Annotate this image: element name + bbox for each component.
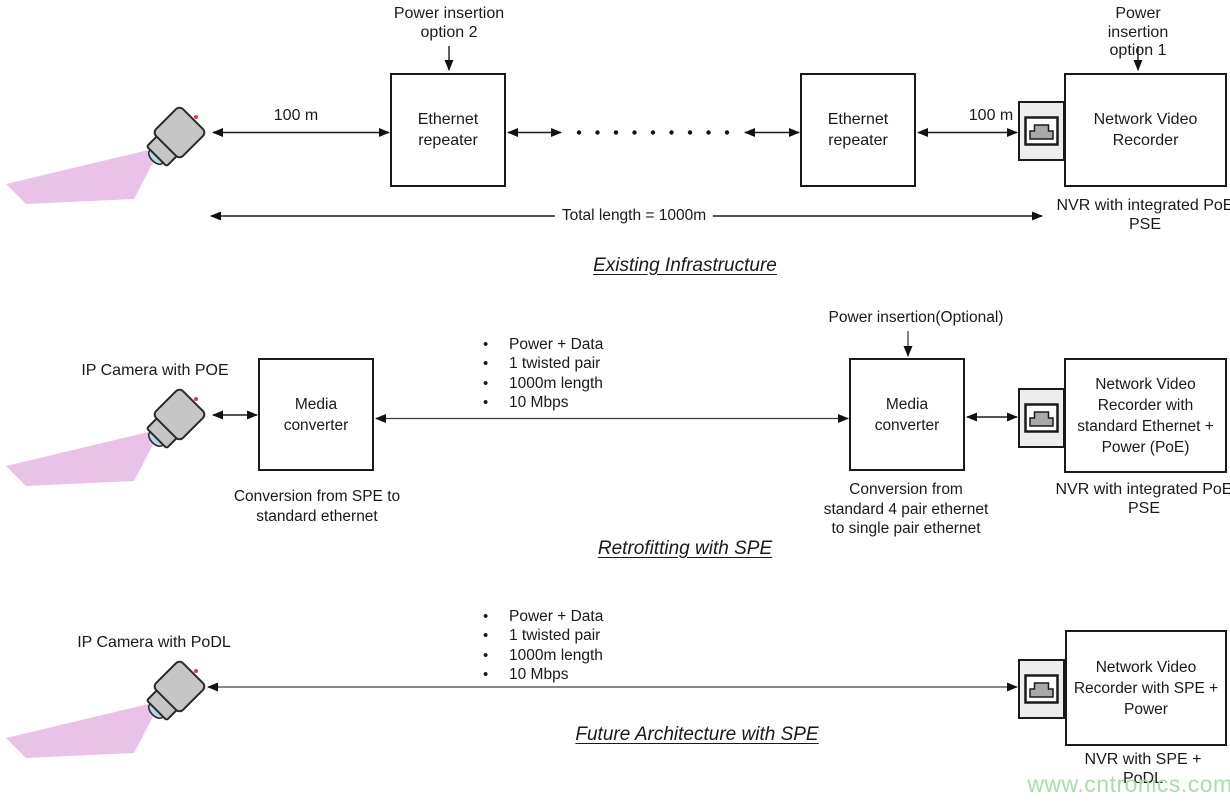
power-insertion-optional-label: Power insertion(Optional) bbox=[828, 309, 1004, 326]
rj45-port-future bbox=[1018, 659, 1065, 719]
list-item: Power + Data bbox=[483, 607, 603, 626]
camera-record-led bbox=[194, 397, 198, 401]
list-item: 1000m length bbox=[483, 374, 603, 393]
list-item: 1 twisted pair bbox=[483, 354, 603, 373]
spe-features-list-future: Power + Data 1 twisted pair 1000m length… bbox=[483, 607, 603, 684]
nvr-box-retrofit: Network Video Recorder with standard Eth… bbox=[1064, 358, 1227, 473]
camera-body bbox=[153, 106, 206, 159]
nvr-caption-existing: NVR with integrated PoE PSE bbox=[1056, 197, 1230, 233]
camera-body bbox=[153, 388, 206, 441]
power-insertion-option1-label: Power insertion option 1 bbox=[1107, 5, 1169, 59]
total-length-label: Total length = 1000m bbox=[554, 207, 714, 225]
watermark: www.cntronics.com bbox=[1027, 771, 1230, 797]
section-title-retrofit: Retrofitting with SPE bbox=[597, 538, 773, 559]
nvr-box-existing: Network Video Recorder bbox=[1064, 73, 1227, 187]
camera-body bbox=[153, 660, 206, 713]
ip-camera-existing bbox=[6, 106, 206, 204]
camera-label-retrofit: IP Camera with POE bbox=[81, 362, 229, 379]
camera-record-led bbox=[194, 669, 198, 673]
media-converter-2-box: Media converter bbox=[849, 358, 965, 471]
camera-light-cone bbox=[6, 429, 161, 486]
camera-record-led bbox=[194, 115, 198, 119]
media-converter-2-caption: Conversion from standard 4 pair ethernet… bbox=[823, 481, 989, 537]
list-item: 10 Mbps bbox=[483, 665, 603, 684]
ethernet-repeater-1-box: Ethernet repeater bbox=[390, 73, 506, 187]
distance-label-2: 100 m bbox=[968, 107, 1014, 124]
nvr-caption-future: NVR with SPE + PoDL bbox=[1084, 751, 1202, 787]
rj45-plug-icon bbox=[1029, 124, 1054, 140]
rj45-port-retrofit bbox=[1018, 388, 1065, 448]
camera-label-future: IP Camera with PoDL bbox=[77, 634, 231, 651]
media-converter-1-box: Media converter bbox=[258, 358, 374, 471]
distance-label-1: 100 m bbox=[273, 107, 319, 124]
spe-features-list-retrofit: Power + Data 1 twisted pair 1000m length… bbox=[483, 335, 603, 412]
list-item: 10 Mbps bbox=[483, 393, 603, 412]
ip-camera-future bbox=[6, 660, 206, 758]
nvr-caption-retrofit: NVR with integrated PoE PSE bbox=[1055, 481, 1230, 517]
ellipsis-dots bbox=[576, 130, 730, 135]
rj45-plug-icon bbox=[1029, 682, 1054, 698]
section-title-existing: Existing Infrastructure bbox=[593, 255, 777, 276]
section-title-future: Future Architecture with SPE bbox=[575, 724, 819, 745]
nvr-box-future: Network Video Recorder with SPE + Power bbox=[1065, 630, 1227, 746]
rj45-plug-icon bbox=[1029, 411, 1054, 427]
ip-camera-retrofit bbox=[6, 388, 206, 486]
power-insertion-option2-label: Power insertion option 2 bbox=[393, 5, 505, 41]
ethernet-repeater-2-box: Ethernet repeater bbox=[800, 73, 916, 187]
camera-light-cone bbox=[6, 701, 161, 758]
camera-light-cone bbox=[6, 147, 161, 204]
list-item: Power + Data bbox=[483, 335, 603, 354]
list-item: 1 twisted pair bbox=[483, 626, 603, 645]
media-converter-1-caption: Conversion from SPE to standard ethernet bbox=[233, 488, 401, 525]
list-item: 1000m length bbox=[483, 646, 603, 665]
rj45-port-existing bbox=[1018, 101, 1065, 161]
